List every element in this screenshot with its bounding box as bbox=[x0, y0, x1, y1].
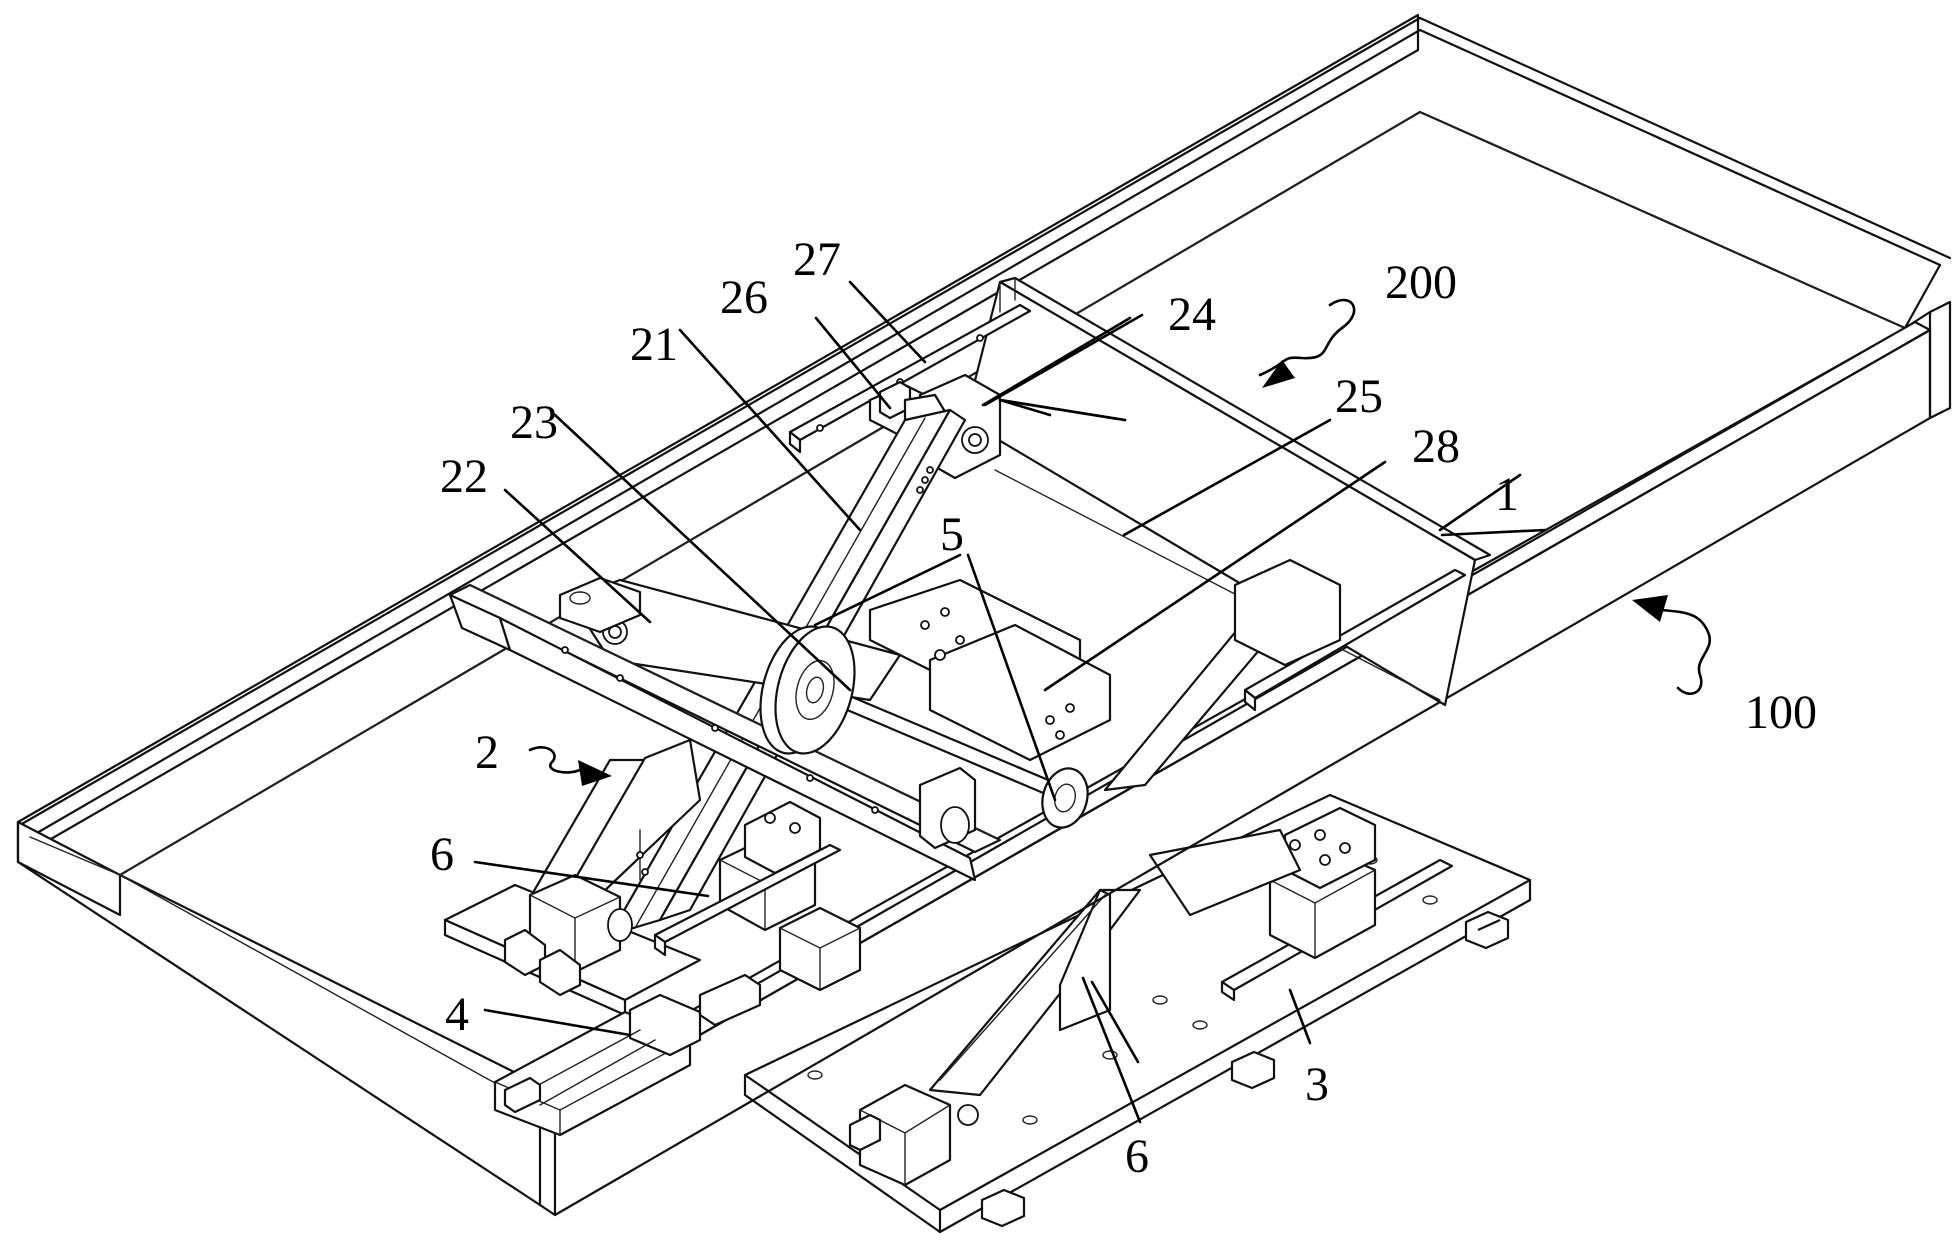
callout-21: 21 bbox=[630, 318, 678, 371]
callout-2: 2 bbox=[475, 726, 499, 779]
callout-6-upper: 6 bbox=[430, 828, 454, 881]
callout-6-lower: 6 bbox=[1125, 1130, 1149, 1183]
callout-200: 200 bbox=[1385, 256, 1457, 309]
callout-26: 26 bbox=[720, 271, 768, 324]
assembly-arrow-100 bbox=[1632, 595, 1710, 694]
callout-100: 100 bbox=[1745, 686, 1817, 739]
callout-22: 22 bbox=[440, 450, 488, 503]
callout-3: 3 bbox=[1305, 1058, 1329, 1111]
callout-27: 27 bbox=[793, 233, 841, 286]
callout-1: 1 bbox=[1495, 468, 1519, 521]
callout-23: 23 bbox=[510, 396, 558, 449]
callout-4: 4 bbox=[445, 988, 469, 1041]
callout-28: 28 bbox=[1412, 420, 1460, 473]
callout-24: 24 bbox=[1168, 288, 1216, 341]
callout-5: 5 bbox=[940, 508, 964, 561]
callout-25: 25 bbox=[1335, 370, 1383, 423]
